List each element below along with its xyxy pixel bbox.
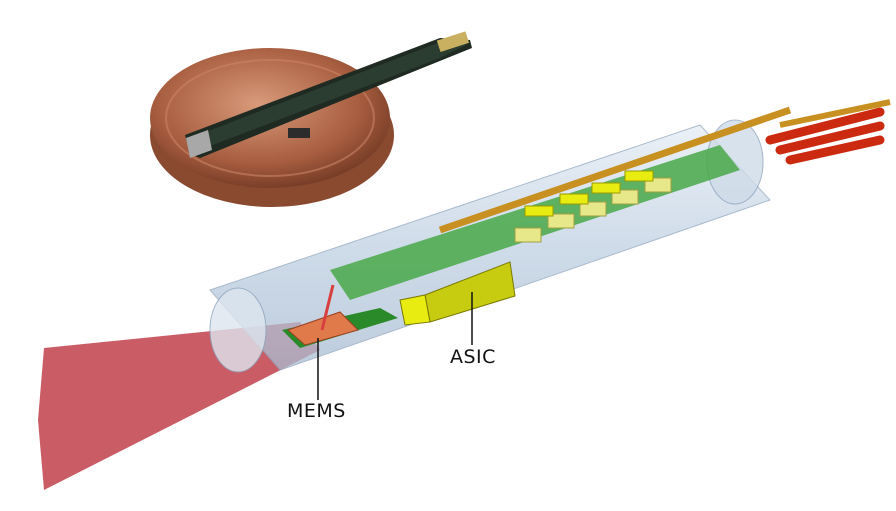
probe-pcb-photo (185, 31, 472, 158)
pcb-board (330, 145, 740, 300)
probe-housing (209, 106, 792, 373)
euro-cent-coin-photo (150, 31, 472, 207)
red-wires (765, 107, 885, 165)
cable (438, 106, 792, 234)
mems-label: MEMS (287, 400, 346, 422)
asic-label: ASIC (450, 346, 496, 368)
asic-chip (399, 261, 516, 326)
mems-mirror (282, 284, 398, 348)
